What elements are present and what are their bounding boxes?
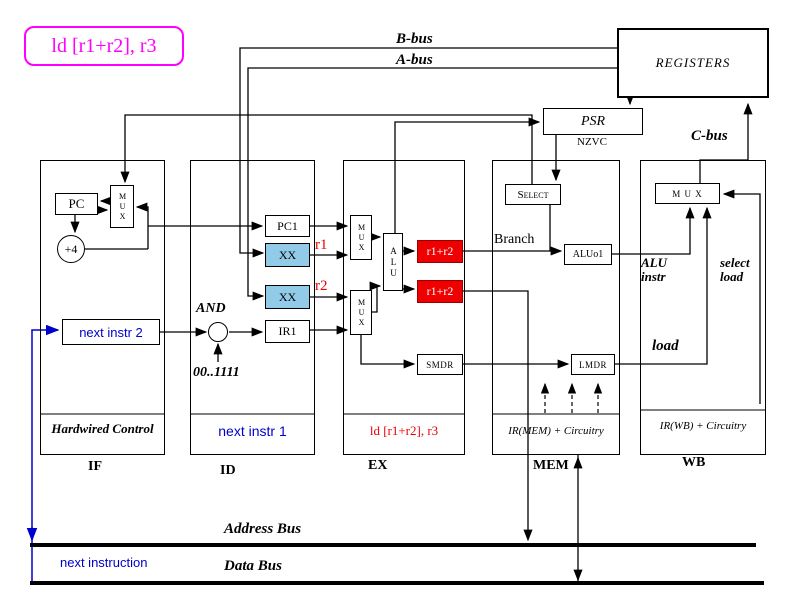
mem-stage-name: MEM [533, 458, 569, 473]
wb-stage-box [640, 160, 766, 455]
plus4-adder: +4 [57, 235, 85, 263]
alu-instr-line2: instr [641, 269, 666, 284]
r1-label: r1 [315, 237, 328, 253]
id-stage-name: ID [220, 463, 236, 478]
ex-stage-box [343, 160, 465, 455]
c-bus-label: C-bus [691, 128, 728, 144]
alu-to-psr-wire [394, 117, 541, 233]
id-stage-box [190, 160, 315, 455]
hardwired-control-label: Hardwired Control [51, 421, 154, 436]
alu-result-latch: r1+r2 [417, 240, 463, 263]
branch-select-to-pcmux-wire [120, 114, 533, 184]
operand2-latch: XX [265, 285, 310, 309]
operand1-latch: XX [265, 243, 310, 267]
instruction-box: ld [r1+r2], r3 [24, 26, 184, 66]
if-mux: MUX [110, 185, 134, 228]
ir-wb-circuitry-label: IR(WB) + Circuitry [659, 420, 747, 432]
lmdr-to-wbmux-wire [615, 206, 712, 365]
ex-mux2: MUX [350, 290, 372, 335]
if-mux-label: MUX [118, 191, 127, 222]
bus-lines [30, 543, 764, 585]
next-instr1-label: next instr 1 [218, 423, 287, 439]
next-instruction-label: next instruction [60, 555, 148, 570]
ir1-register: IR1 [265, 320, 310, 343]
r2-label: r2 [315, 278, 328, 294]
alu-label: ALU [388, 245, 399, 279]
select-load-label: select load [720, 256, 750, 284]
and-gate [208, 322, 228, 342]
branch-label: Branch [494, 232, 535, 247]
lmdr-register: LMDR [571, 354, 615, 375]
ex-stage-name: EX [368, 458, 388, 473]
alu-instr-line1: ALU [641, 255, 667, 270]
dashed-circuitry-wires [540, 382, 603, 413]
alu-instr-label: ALU instr [641, 256, 667, 284]
plus4-to-mux-wire [135, 202, 149, 249]
mem-address-latch: r1+r2 [417, 280, 463, 303]
exmux2-to-alu-wire [369, 281, 382, 313]
ex-mux1: MUX [350, 215, 372, 260]
aluo1-register: ALUo1 [564, 244, 612, 265]
load-label: load [652, 338, 679, 354]
data-bus-label: Data Bus [224, 558, 282, 574]
exmux2-to-smdr-wire [360, 335, 416, 369]
selectload-to-wbmux-wire [722, 189, 761, 404]
if-stage-box [40, 160, 165, 455]
wb-mux: M U X [655, 183, 720, 204]
smdr-register: SMDR [417, 354, 463, 375]
a-bus-label: A-bus [396, 52, 433, 68]
psr-box: PSR [543, 108, 643, 135]
pc-register: PC [55, 193, 98, 215]
b-bus-label: B-bus [396, 31, 433, 47]
b-bus-wire [239, 47, 617, 258]
pc1-register: PC1 [265, 215, 310, 237]
select-load-line2: load [720, 269, 744, 284]
result2-to-addressbus-wire [463, 290, 533, 542]
address-bus-label: Address Bus [224, 521, 302, 537]
ex-mux1-label: MUX [357, 222, 366, 253]
mem-stage-box [492, 160, 620, 455]
registers-box: REGISTERS [617, 28, 769, 98]
nzvc-label: NZVC [577, 136, 607, 148]
black-wires [70, 47, 761, 582]
select-box: Select [505, 184, 561, 205]
alu-box: ALU [383, 233, 403, 291]
select-load-line1: select [720, 255, 750, 270]
a-bus-wire [247, 67, 617, 301]
mask-label: 00..1111 [193, 365, 240, 380]
next-instruction-wires [26, 324, 60, 583]
stage-dividers [40, 409, 766, 415]
and-label: AND [196, 301, 226, 316]
if-stage-name: IF [88, 459, 102, 474]
ex-mux2-label: MUX [357, 297, 366, 328]
ex-instruction-label: ld [r1+r2], r3 [369, 423, 439, 438]
aluo1-to-wbmux-wire [612, 206, 695, 255]
ir-mem-circuitry-label: IR(MEM) + Circuitry [508, 425, 604, 437]
wb-stage-name: WB [682, 455, 706, 470]
next-instr2-box: next instr 2 [62, 319, 160, 345]
